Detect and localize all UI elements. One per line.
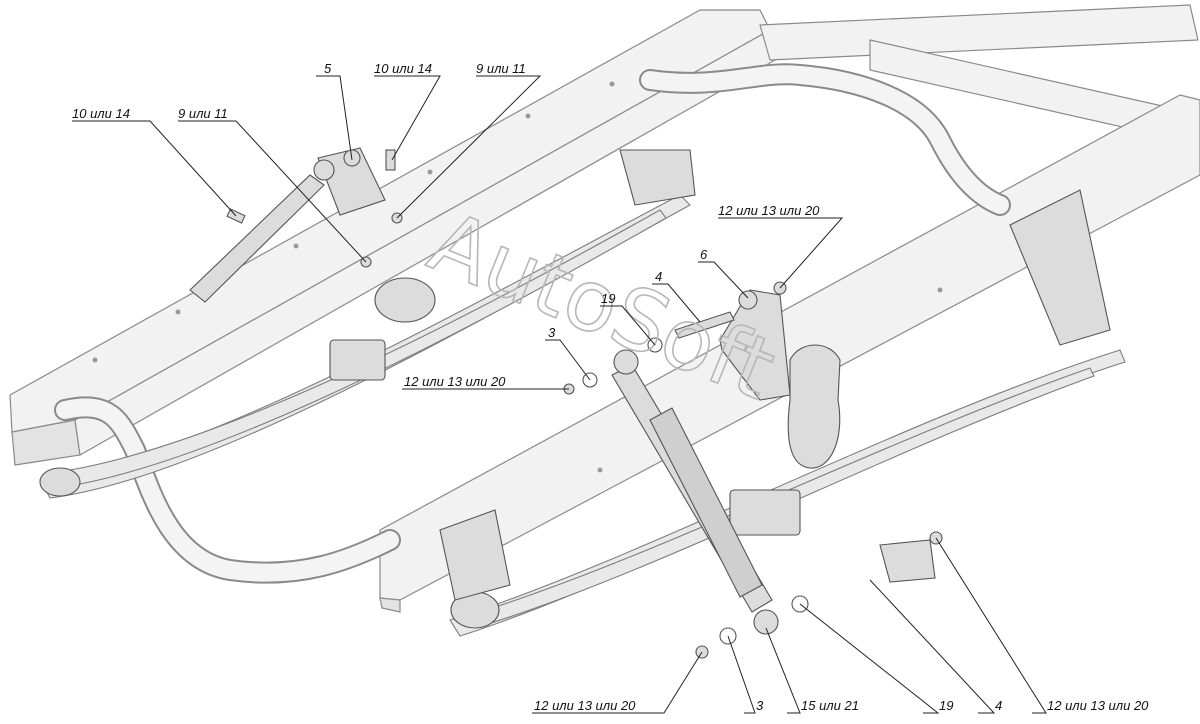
leader-lines: [72, 75, 1047, 714]
callout-labels: 10 или 14 9 или 11 5 10 или 14 9 или 11 …: [72, 61, 1149, 713]
label-washer-19-top: 19: [601, 291, 615, 306]
label-bottom-washer-3: 3: [756, 698, 764, 713]
label-bottom-bushing: 15 или 21: [801, 698, 859, 713]
label-bracket-5: 5: [324, 61, 332, 76]
label-pin-4: 4: [655, 269, 662, 284]
label-bottom-pin-4: 4: [995, 698, 1002, 713]
stabilizer-bar: [54, 63, 1011, 584]
label-bottom-nut-right: 12 или 13 или 20: [1047, 698, 1149, 713]
label-top-bolt: 10 или 14: [374, 61, 432, 76]
bracket-5: [313, 147, 386, 216]
label-top-left-nut: 9 или 11: [178, 106, 228, 121]
label-nut-upper-right: 12 или 13 или 20: [718, 203, 820, 218]
label-bottom-washer-19: 19: [939, 698, 953, 713]
right-leaf-spring: [449, 349, 1126, 637]
far-frame-rail: [9, 9, 776, 466]
bump-stop: [787, 344, 841, 469]
label-bracket-6: 6: [700, 247, 708, 262]
pin-4-upper: [674, 311, 735, 339]
left-leaf-spring: [39, 149, 696, 499]
label-nut-upper-left: 12 или 13 или 20: [404, 374, 506, 389]
shock-absorber: [611, 349, 779, 635]
spring-hangers: [439, 189, 1111, 601]
bracket-6: [719, 289, 791, 401]
label-bottom-nut-left: 12 или 13 или 20: [534, 698, 636, 713]
label-top-left-bolt: 10 или 14: [72, 106, 130, 121]
left-shock-strut: [189, 174, 325, 303]
label-top-nut: 9 или 11: [476, 61, 526, 76]
label-washer-3-top: 3: [548, 325, 556, 340]
